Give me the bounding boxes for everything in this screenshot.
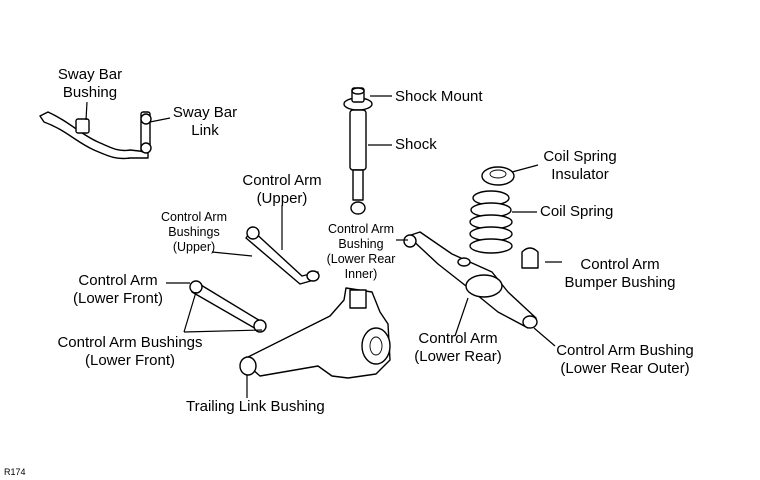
label-control-arm-lower-front: Control Arm (Lower Front) xyxy=(68,272,168,308)
label-control-arm-bushing-lower-rear-outer: Control Arm Bushing (Lower Rear Outer) xyxy=(553,342,697,378)
shock xyxy=(349,109,367,215)
label-line: Control Arm Bushing xyxy=(556,342,694,359)
label-line: (Lower Rear) xyxy=(414,348,502,365)
label-line: (Lower Rear Outer) xyxy=(560,360,690,377)
label-line: Control Arm xyxy=(580,256,660,273)
label-line: Link xyxy=(191,122,219,139)
label-control-arm-bumper-bushing: Control Arm Bumper Bushing xyxy=(545,256,695,292)
label-trailing-link-bushing: Trailing Link Bushing xyxy=(186,398,325,415)
label-line: Control Arm xyxy=(328,222,394,236)
label-line: Control Arm xyxy=(78,272,158,289)
sway-bar-link xyxy=(140,111,152,154)
figure-code: R174 xyxy=(4,467,26,477)
label-line: (Lower Rear xyxy=(326,252,396,266)
label-line: (Upper) xyxy=(172,240,216,254)
label-sway-bar-link: Sway Bar Link xyxy=(165,104,245,140)
label-line: Control Arm xyxy=(161,210,227,224)
label-line: (Lower Front) xyxy=(72,290,164,307)
label-control-arm-upper: Control Arm (Upper) xyxy=(236,172,328,208)
upper-control-arm xyxy=(245,226,320,285)
label-line: Control Arm xyxy=(418,330,498,347)
label-control-arm-bushings-lower-front: Control Arm Bushings (Lower Front) xyxy=(50,334,210,370)
label-line: Control Arm Bushings xyxy=(57,334,203,351)
label-line: Bushing xyxy=(338,237,384,251)
label-line: Insulator xyxy=(551,166,609,183)
lower-rear-control-arm xyxy=(403,231,538,329)
label-line: Sway Bar xyxy=(57,66,123,83)
label-line: (Lower Front) xyxy=(84,352,176,369)
coil-spring xyxy=(469,190,513,254)
label-coil-spring-insulator: Coil Spring Insulator xyxy=(530,148,630,184)
label-control-arm-bushing-lower-rear-inner: Control Arm Bushing (Lower Rear Inner) xyxy=(318,222,404,282)
label-control-arm-lower-rear: Control Arm (Lower Rear) xyxy=(410,330,506,366)
leader-lines xyxy=(85,95,562,398)
coil-spring-insulator xyxy=(481,166,515,186)
label-shock-mount: Shock Mount xyxy=(395,88,483,105)
bumper-bushing xyxy=(521,247,539,269)
shock-mount xyxy=(343,87,373,111)
label-sway-bar-bushing: Sway Bar Bushing xyxy=(50,66,130,102)
label-shock: Shock xyxy=(395,136,437,153)
label-line: Coil Spring xyxy=(543,148,617,165)
label-line: Sway Bar xyxy=(172,104,238,121)
label-coil-spring: Coil Spring xyxy=(540,203,614,220)
label-control-arm-bushings-upper: Control Arm Bushings (Upper) xyxy=(150,210,238,255)
label-line: Bushings xyxy=(168,225,220,239)
label-line: Inner) xyxy=(344,267,378,281)
knuckle-and-trailing-link xyxy=(239,287,391,379)
label-line: Control Arm xyxy=(242,172,322,189)
label-line: (Upper) xyxy=(256,190,308,207)
label-line: Bushing xyxy=(62,84,118,101)
label-line: Bumper Bushing xyxy=(564,274,676,291)
sway-bar xyxy=(39,111,149,160)
lower-front-control-arm xyxy=(189,280,267,333)
